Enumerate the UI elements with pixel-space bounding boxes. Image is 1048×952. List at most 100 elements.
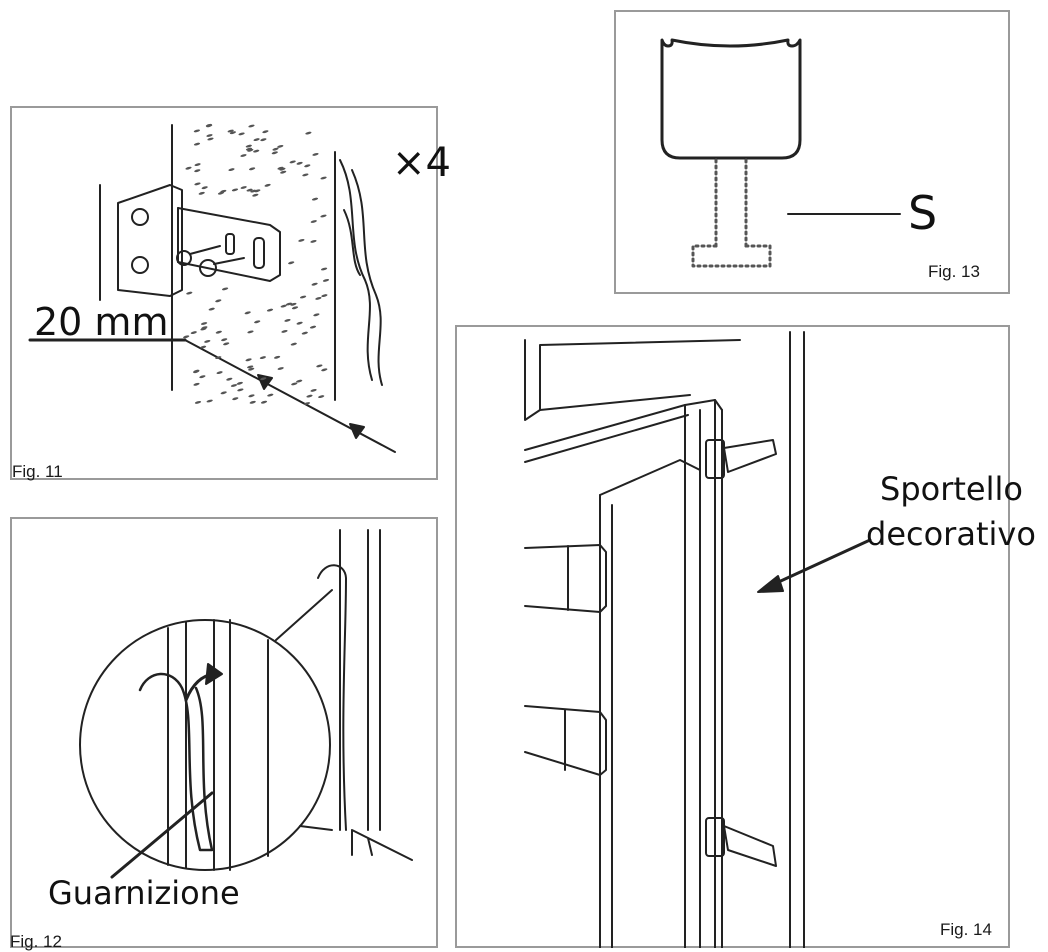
fig14-label: Fig. 14	[940, 920, 992, 939]
texture-dot	[248, 124, 255, 128]
texture-dot	[321, 368, 328, 372]
surface-texture	[183, 123, 330, 405]
texture-dot	[321, 294, 328, 298]
texture-dot	[207, 137, 214, 141]
texture-dot	[306, 394, 313, 398]
texture-dot	[302, 173, 309, 177]
texture-dot	[320, 267, 328, 271]
texture-dot	[229, 131, 237, 135]
texture-dot	[253, 138, 260, 142]
texture-dot	[240, 186, 247, 189]
hinge-upper-arm	[723, 439, 777, 473]
texture-dot	[223, 342, 230, 346]
screw-1	[131, 208, 149, 226]
texture-dot	[198, 191, 205, 195]
texture-dot	[322, 278, 330, 282]
gasket-strip	[317, 564, 347, 831]
fig12-label: Fig. 12	[10, 932, 62, 951]
texture-dot	[245, 147, 253, 151]
texture-dot	[215, 299, 222, 303]
bracket-arm	[177, 207, 281, 282]
texture-dot	[262, 130, 269, 134]
texture-dot	[318, 395, 325, 399]
texture-dot	[250, 189, 257, 193]
texture-dot	[248, 367, 255, 371]
texture-dot	[215, 330, 222, 334]
texture-dot	[288, 261, 295, 265]
texture-dot	[249, 400, 256, 404]
texture-dot	[280, 304, 287, 308]
texture-dot	[260, 377, 267, 381]
texture-dot	[259, 356, 267, 360]
bracket-plate	[117, 184, 183, 297]
texture-dot	[248, 394, 255, 398]
gasket-arrow-head	[205, 663, 223, 685]
texture-dot	[320, 214, 327, 218]
texture-dot	[316, 364, 323, 368]
texture-dot	[194, 182, 201, 186]
texture-dot	[273, 355, 281, 359]
texture-dot	[240, 154, 247, 157]
texture-dot	[291, 306, 299, 310]
fig13-panel	[614, 10, 1010, 294]
door-inner-top	[599, 459, 701, 496]
texture-dot	[320, 176, 327, 180]
texture-dot	[232, 397, 239, 401]
texture-dot	[312, 152, 319, 156]
texture-dot	[193, 129, 201, 133]
texture-dot	[208, 307, 215, 311]
texture-dot	[310, 239, 317, 243]
texture-dot	[221, 287, 229, 291]
texture-dot	[247, 365, 254, 369]
fig11-label: Fig. 11	[12, 462, 63, 481]
texture-dot	[193, 370, 200, 374]
texture-dot	[231, 188, 239, 192]
texture-dot	[290, 342, 297, 346]
fig13-marker-label: S	[908, 186, 938, 240]
sportello-pointer	[770, 538, 872, 587]
texture-dot	[238, 132, 245, 136]
fig14-panel	[455, 325, 1010, 948]
texture-dot	[244, 311, 251, 315]
hinge-lower-arm	[723, 825, 777, 867]
texture-dot	[310, 388, 317, 392]
texture-dot	[289, 160, 296, 164]
texture-dot	[267, 393, 274, 397]
texture-dot	[201, 326, 208, 330]
texture-dot	[253, 149, 260, 153]
measure-diagonal-line	[184, 339, 396, 453]
screw-shaft-2	[213, 257, 245, 265]
texture-dot	[237, 388, 244, 392]
texture-dot	[201, 186, 208, 190]
magnifier-leader-bottom	[299, 825, 333, 831]
measure-arrow-1	[257, 374, 273, 390]
texture-dot	[277, 144, 284, 148]
texture-dot	[245, 358, 252, 362]
texture-dot	[304, 164, 311, 168]
texture-dot	[206, 399, 213, 403]
texture-dot	[194, 163, 201, 167]
texture-dot	[190, 331, 197, 335]
texture-dot	[299, 295, 307, 299]
texture-dot	[185, 166, 192, 170]
texture-dot	[260, 138, 267, 142]
texture-dot	[291, 382, 298, 386]
texture-dot	[200, 322, 208, 325]
texture-dot	[199, 345, 207, 349]
texture-dot	[309, 325, 317, 329]
fig12-part-label: Guarnizione	[48, 874, 240, 912]
upper-compartment-edge	[539, 394, 691, 411]
wood-grain-1	[339, 159, 373, 381]
texture-dot	[296, 161, 303, 165]
texture-dot	[311, 197, 319, 201]
texture-dot	[298, 238, 305, 242]
texture-dot	[183, 335, 190, 339]
texture-dot	[277, 166, 284, 170]
texture-dot	[216, 371, 223, 375]
texture-dot	[272, 147, 279, 151]
door-top-inner	[524, 414, 689, 463]
texture-dot	[281, 329, 288, 333]
texture-dot	[313, 313, 320, 317]
hinge-lower	[705, 817, 725, 857]
